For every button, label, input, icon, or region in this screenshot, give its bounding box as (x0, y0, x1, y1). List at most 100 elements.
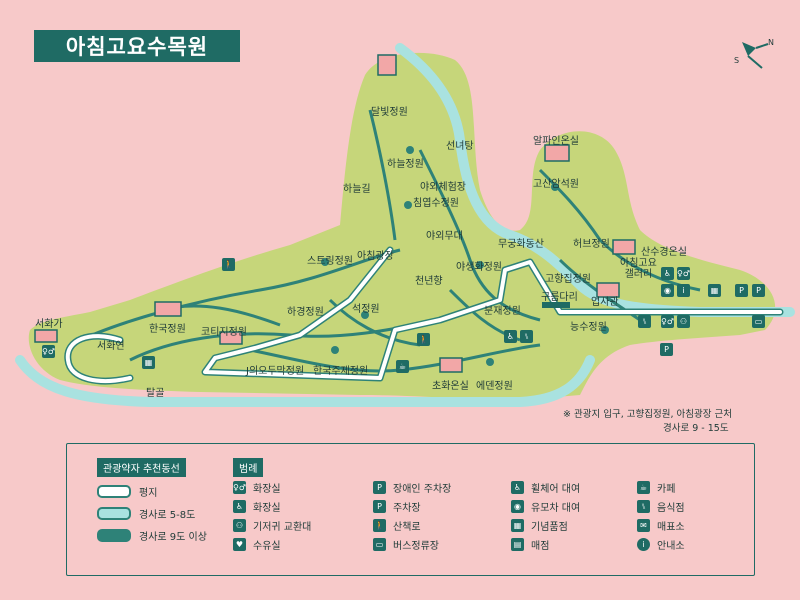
place-bonsai[interactable]: 분재정원 (484, 306, 521, 317)
legend-routes-title: 관광약자 추천동선 (97, 458, 186, 477)
legend-route-flat: 평지 (97, 484, 157, 499)
legend-item: ▤매점 (511, 537, 549, 552)
diaper-icon[interactable]: ⚇ (677, 315, 690, 328)
place-herb[interactable]: 허브정원 (573, 239, 610, 250)
legend-route-label: 경사로 9도 이상 (139, 532, 207, 543)
diaper-icon: ⚇ (233, 519, 246, 532)
compass-north: N (768, 38, 774, 47)
building-icons (34, 54, 636, 373)
place-haneulgil[interactable]: 하늘길 (343, 184, 371, 195)
place-seohwayeon[interactable]: 서화연 (97, 341, 125, 352)
accessible-parking-icon: P (373, 481, 386, 494)
legend-label: 유모차 대여 (531, 503, 581, 514)
legend-label: 휠체어 대여 (531, 484, 581, 495)
souvenir-icon[interactable]: ▦ (142, 356, 155, 369)
legend-item: ▭ 버스정류장 (373, 537, 439, 552)
trail-icon: 🚶 (373, 519, 386, 532)
legend-item: P 장애인 주차장 (373, 480, 451, 495)
legend-item: ⑊음식점 (637, 499, 685, 514)
restaurant-icon[interactable]: ⑊ (638, 315, 651, 328)
restroom-icon[interactable]: ♀♂ (677, 267, 691, 280)
legend-item: P 주차장 (373, 499, 421, 514)
legend-label: 산책로 (393, 522, 421, 533)
stroller-rental-icon[interactable]: ◉ (661, 284, 674, 297)
legend-item: ♿휠체어 대여 (511, 480, 580, 495)
place-mugunghwa[interactable]: 무궁화동산 (498, 239, 544, 250)
place-neungsu[interactable]: 능수정원 (570, 322, 607, 333)
legend-label: 주차장 (393, 503, 421, 514)
place-sunnyeotang[interactable]: 선녀탕 (446, 141, 474, 152)
parking-icon[interactable]: P (660, 343, 673, 356)
place-haneul-garden[interactable]: 하늘정원 (387, 159, 424, 170)
legend-label: 카페 (657, 484, 676, 495)
compass-south: S (734, 56, 740, 65)
souvenir-icon[interactable]: ▦ (708, 284, 721, 297)
restroom-icon: ♀♂ (233, 481, 247, 494)
place-eopsagwan[interactable]: 업사관 (591, 297, 619, 308)
place-korea-theme[interactable]: 한국주제정원 (313, 366, 369, 377)
accessible-restroom-icon[interactable]: ♿ (661, 267, 674, 280)
legend-route-label: 평지 (139, 488, 158, 499)
restroom-icon[interactable]: ♀♂ (42, 345, 56, 358)
info-icon[interactable]: i (677, 284, 690, 297)
place-korean[interactable]: 한국정원 (149, 324, 186, 335)
legend-item: ✉매표소 (637, 518, 685, 533)
route-gentle-swatch (97, 507, 131, 520)
place-eden[interactable]: 에덴정원 (476, 381, 513, 392)
place-sansu[interactable]: 산수경온실 (641, 247, 687, 258)
legend-label: 화장실 (253, 503, 281, 514)
legend-label: 매표소 (657, 522, 685, 533)
parking-icon[interactable]: P (752, 284, 765, 297)
place-morning-plaza[interactable]: 아침광장 (357, 251, 394, 262)
route-steep-swatch (97, 529, 131, 542)
bus-icon: ▭ (373, 538, 386, 551)
place-cloud-bridge[interactable]: 구름다리 (541, 292, 578, 303)
restaurant-icon: ⑊ (637, 500, 650, 513)
trail-icon[interactable]: 🚶 (417, 333, 430, 346)
legend-label: 매점 (531, 541, 550, 552)
legend-label: 수유실 (253, 541, 281, 552)
tree-icons (321, 146, 609, 366)
legend-route-label: 경사로 5-8도 (139, 510, 196, 521)
place-wild-flower[interactable]: 야생화정원 (456, 262, 502, 273)
nursing-icon: ♥ (233, 538, 246, 551)
place-hometown[interactable]: 고향집정원 (545, 274, 591, 285)
place-moon-window[interactable]: J의오두막정원 (246, 366, 305, 377)
accessible-parking-icon[interactable]: P (735, 284, 748, 297)
legend-label: 버스정류장 (393, 541, 439, 552)
legend-route-steep: 경사로 9도 이상 (97, 528, 207, 543)
place-conifer[interactable]: 침엽수정원 (413, 198, 459, 209)
place-summer[interactable]: 하경정원 (287, 307, 324, 318)
place-outdoor-exp[interactable]: 야외체험장 (420, 182, 466, 193)
place-chohwa[interactable]: 초화온실 (432, 381, 469, 392)
slope-note-line2: 경사로 9 - 15도 (663, 423, 729, 434)
place-outdoor-stage[interactable]: 야외무대 (426, 231, 463, 242)
place-thousand-tree[interactable]: 천년향 (415, 276, 443, 287)
restroom-icon[interactable]: ♀♂ (661, 315, 675, 328)
legend-label: 장애인 주차장 (393, 484, 452, 495)
place-alpine[interactable]: 알파인온실 (533, 136, 579, 147)
legend-item: ◉유모차 대여 (511, 499, 580, 514)
legend-icons-title: 범례 (233, 458, 264, 477)
place-seohwaga[interactable]: 서화가 (35, 319, 63, 330)
place-string[interactable]: 스트링정원 (307, 256, 353, 267)
info-icon: i (637, 538, 650, 551)
legend-label: 기저귀 교환대 (253, 522, 312, 533)
bus-icon[interactable]: ▭ (752, 315, 765, 328)
parking-icon: P (373, 500, 386, 513)
cafe-icon[interactable]: ☕ (396, 360, 409, 373)
legend-label: 기념품점 (531, 522, 568, 533)
wheelchair-rental-icon[interactable]: ♿ (504, 330, 517, 343)
place-talgol[interactable]: 탈골 (146, 388, 165, 399)
legend-item: ♀♂화장실 (233, 480, 281, 495)
place-cottage[interactable]: 코티지정원 (201, 327, 247, 338)
restaurant-icon[interactable]: ⑊ (520, 330, 533, 343)
trail-icon[interactable]: 🚶 (222, 258, 235, 271)
place-gallery[interactable]: 아침고요 갤러리 (620, 258, 657, 280)
legend-item: ♿화장실 (233, 499, 281, 514)
place-dalbit[interactable]: 달빛정원 (371, 107, 408, 118)
place-seokjeong[interactable]: 석정원 (352, 304, 380, 315)
place-alpine-rock[interactable]: 고산암석원 (533, 179, 579, 190)
